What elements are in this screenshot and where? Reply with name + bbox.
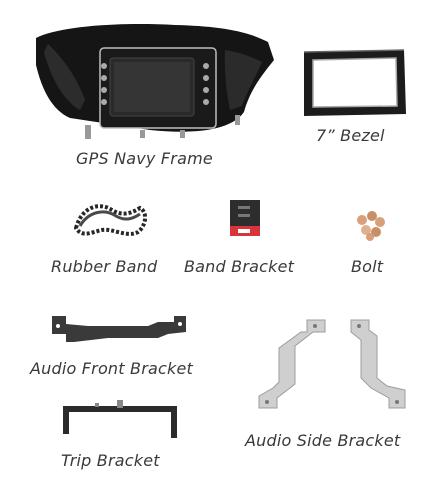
audio-front-bracket-label: Audio Front Bracket xyxy=(30,359,193,378)
audio-side-bracket-label: Audio Side Bracket xyxy=(245,431,401,450)
band-bracket-image xyxy=(228,198,264,238)
bezel-image xyxy=(300,48,410,118)
rubber-band-image xyxy=(70,198,150,240)
bezel-label: 7” Bezel xyxy=(316,126,385,145)
band-bracket-label: Band Bracket xyxy=(184,257,295,276)
trip-bracket-label: Trip Bracket xyxy=(61,451,160,470)
trip-bracket-image xyxy=(55,400,185,442)
gps-navy-frame-image xyxy=(30,20,280,145)
gps-navy-frame-label: GPS Navy Frame xyxy=(76,149,213,168)
rubber-band-label: Rubber Band xyxy=(51,257,158,276)
audio-side-bracket-image xyxy=(255,318,410,410)
audio-front-bracket-image xyxy=(48,312,190,348)
bolt-image xyxy=(354,210,388,242)
bolt-label: Bolt xyxy=(351,257,384,276)
